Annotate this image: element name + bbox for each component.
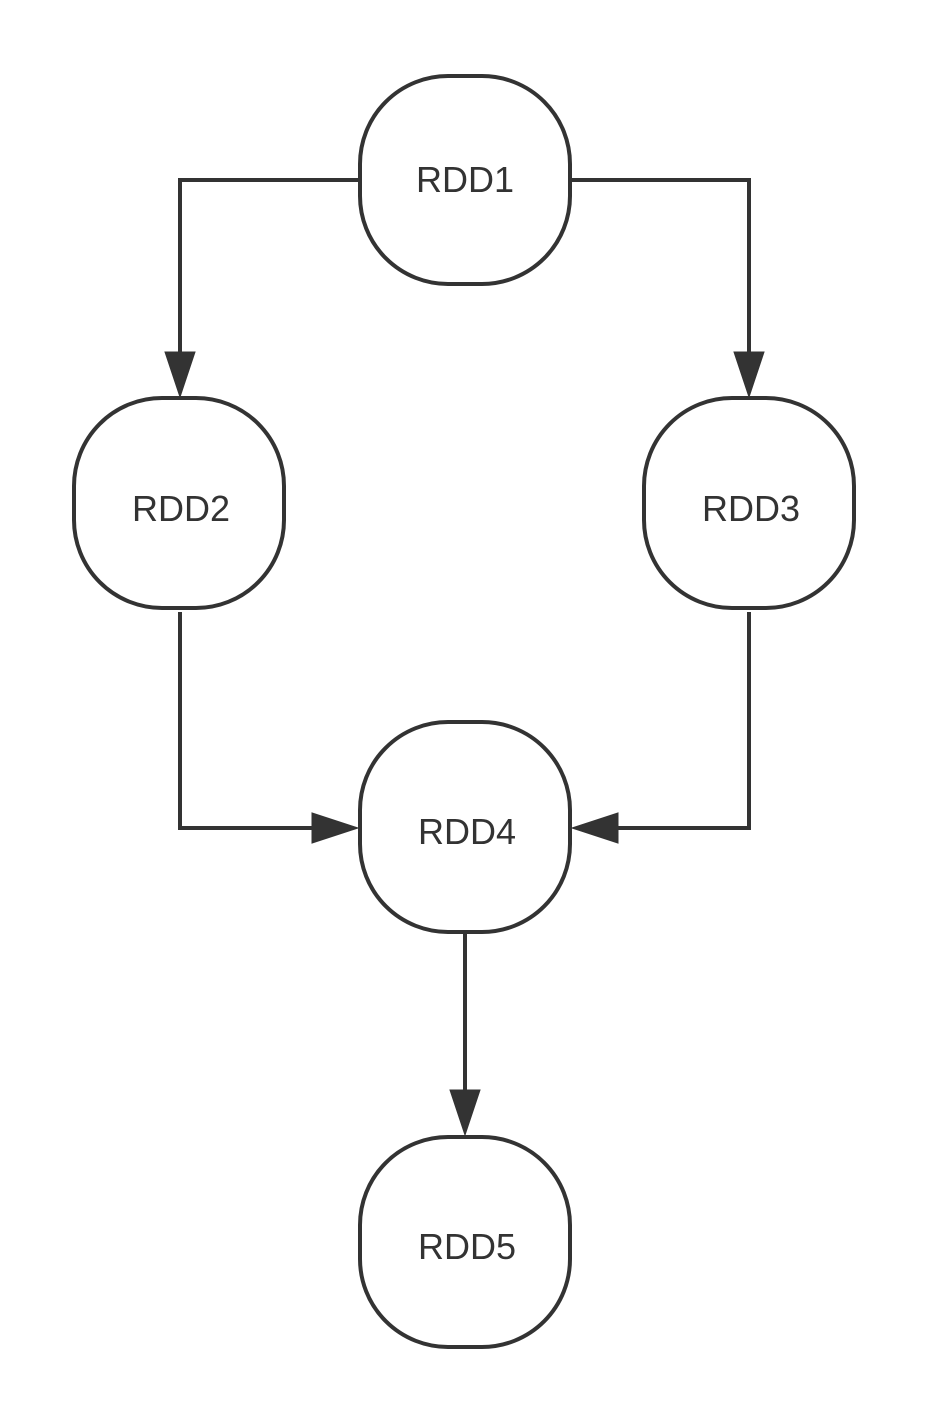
node-rdd2[interactable]: RDD2	[72, 396, 286, 610]
edge-rdd1-to-rdd2	[164, 178, 358, 399]
node-rdd1[interactable]: RDD1	[358, 74, 572, 286]
arrowhead-icon	[164, 351, 196, 399]
node-rdd5-shape	[358, 1135, 572, 1349]
node-rdd3-label: RDD3	[702, 488, 800, 529]
node-rdd2-label: RDD2	[132, 488, 230, 529]
node-rdd5[interactable]: RDD5	[358, 1135, 572, 1349]
nodes: RDD1 RDD2 RDD3 RDD4 RDD5	[72, 74, 856, 1349]
arrowhead-icon	[570, 812, 619, 844]
node-rdd2-shape	[72, 396, 286, 610]
arrowhead-icon	[449, 1089, 481, 1137]
node-rdd4-shape	[358, 720, 572, 934]
edge-line	[178, 612, 316, 830]
node-rdd3-shape	[642, 396, 856, 610]
edges	[164, 178, 765, 1137]
edge-line	[614, 612, 751, 830]
edge-rdd1-to-rdd3	[572, 178, 765, 399]
node-rdd3[interactable]: RDD3	[642, 396, 856, 610]
arrowhead-icon	[733, 351, 765, 399]
edge-line	[178, 178, 358, 356]
node-rdd4-label: RDD4	[418, 811, 516, 852]
node-rdd1-label: RDD1	[416, 159, 514, 200]
node-rdd1-shape	[358, 74, 572, 286]
edge-rdd2-to-rdd4	[178, 612, 360, 844]
node-rdd4[interactable]: RDD4	[358, 720, 572, 934]
node-rdd5-label: RDD5	[418, 1226, 516, 1267]
edge-line	[572, 178, 751, 356]
edge-rdd4-to-rdd5	[449, 934, 481, 1137]
arrowhead-icon	[311, 812, 360, 844]
edge-rdd3-to-rdd4	[570, 612, 751, 844]
